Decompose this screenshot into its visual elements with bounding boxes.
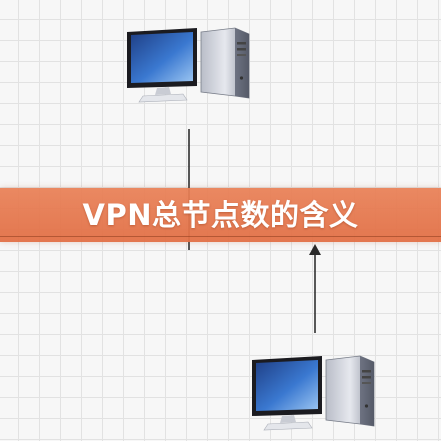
top-computer-node[interactable] [125, 22, 255, 110]
arrow-up-icon [309, 244, 321, 255]
desktop-computer-icon [127, 27, 250, 103]
banner-divider [0, 236, 441, 237]
title-banner: VPN总节点数的含义 [0, 188, 441, 242]
bottom-computer-node[interactable] [250, 350, 380, 438]
desktop-computer-icon [252, 355, 375, 431]
banner-title: VPN总节点数的含义 [82, 198, 359, 232]
